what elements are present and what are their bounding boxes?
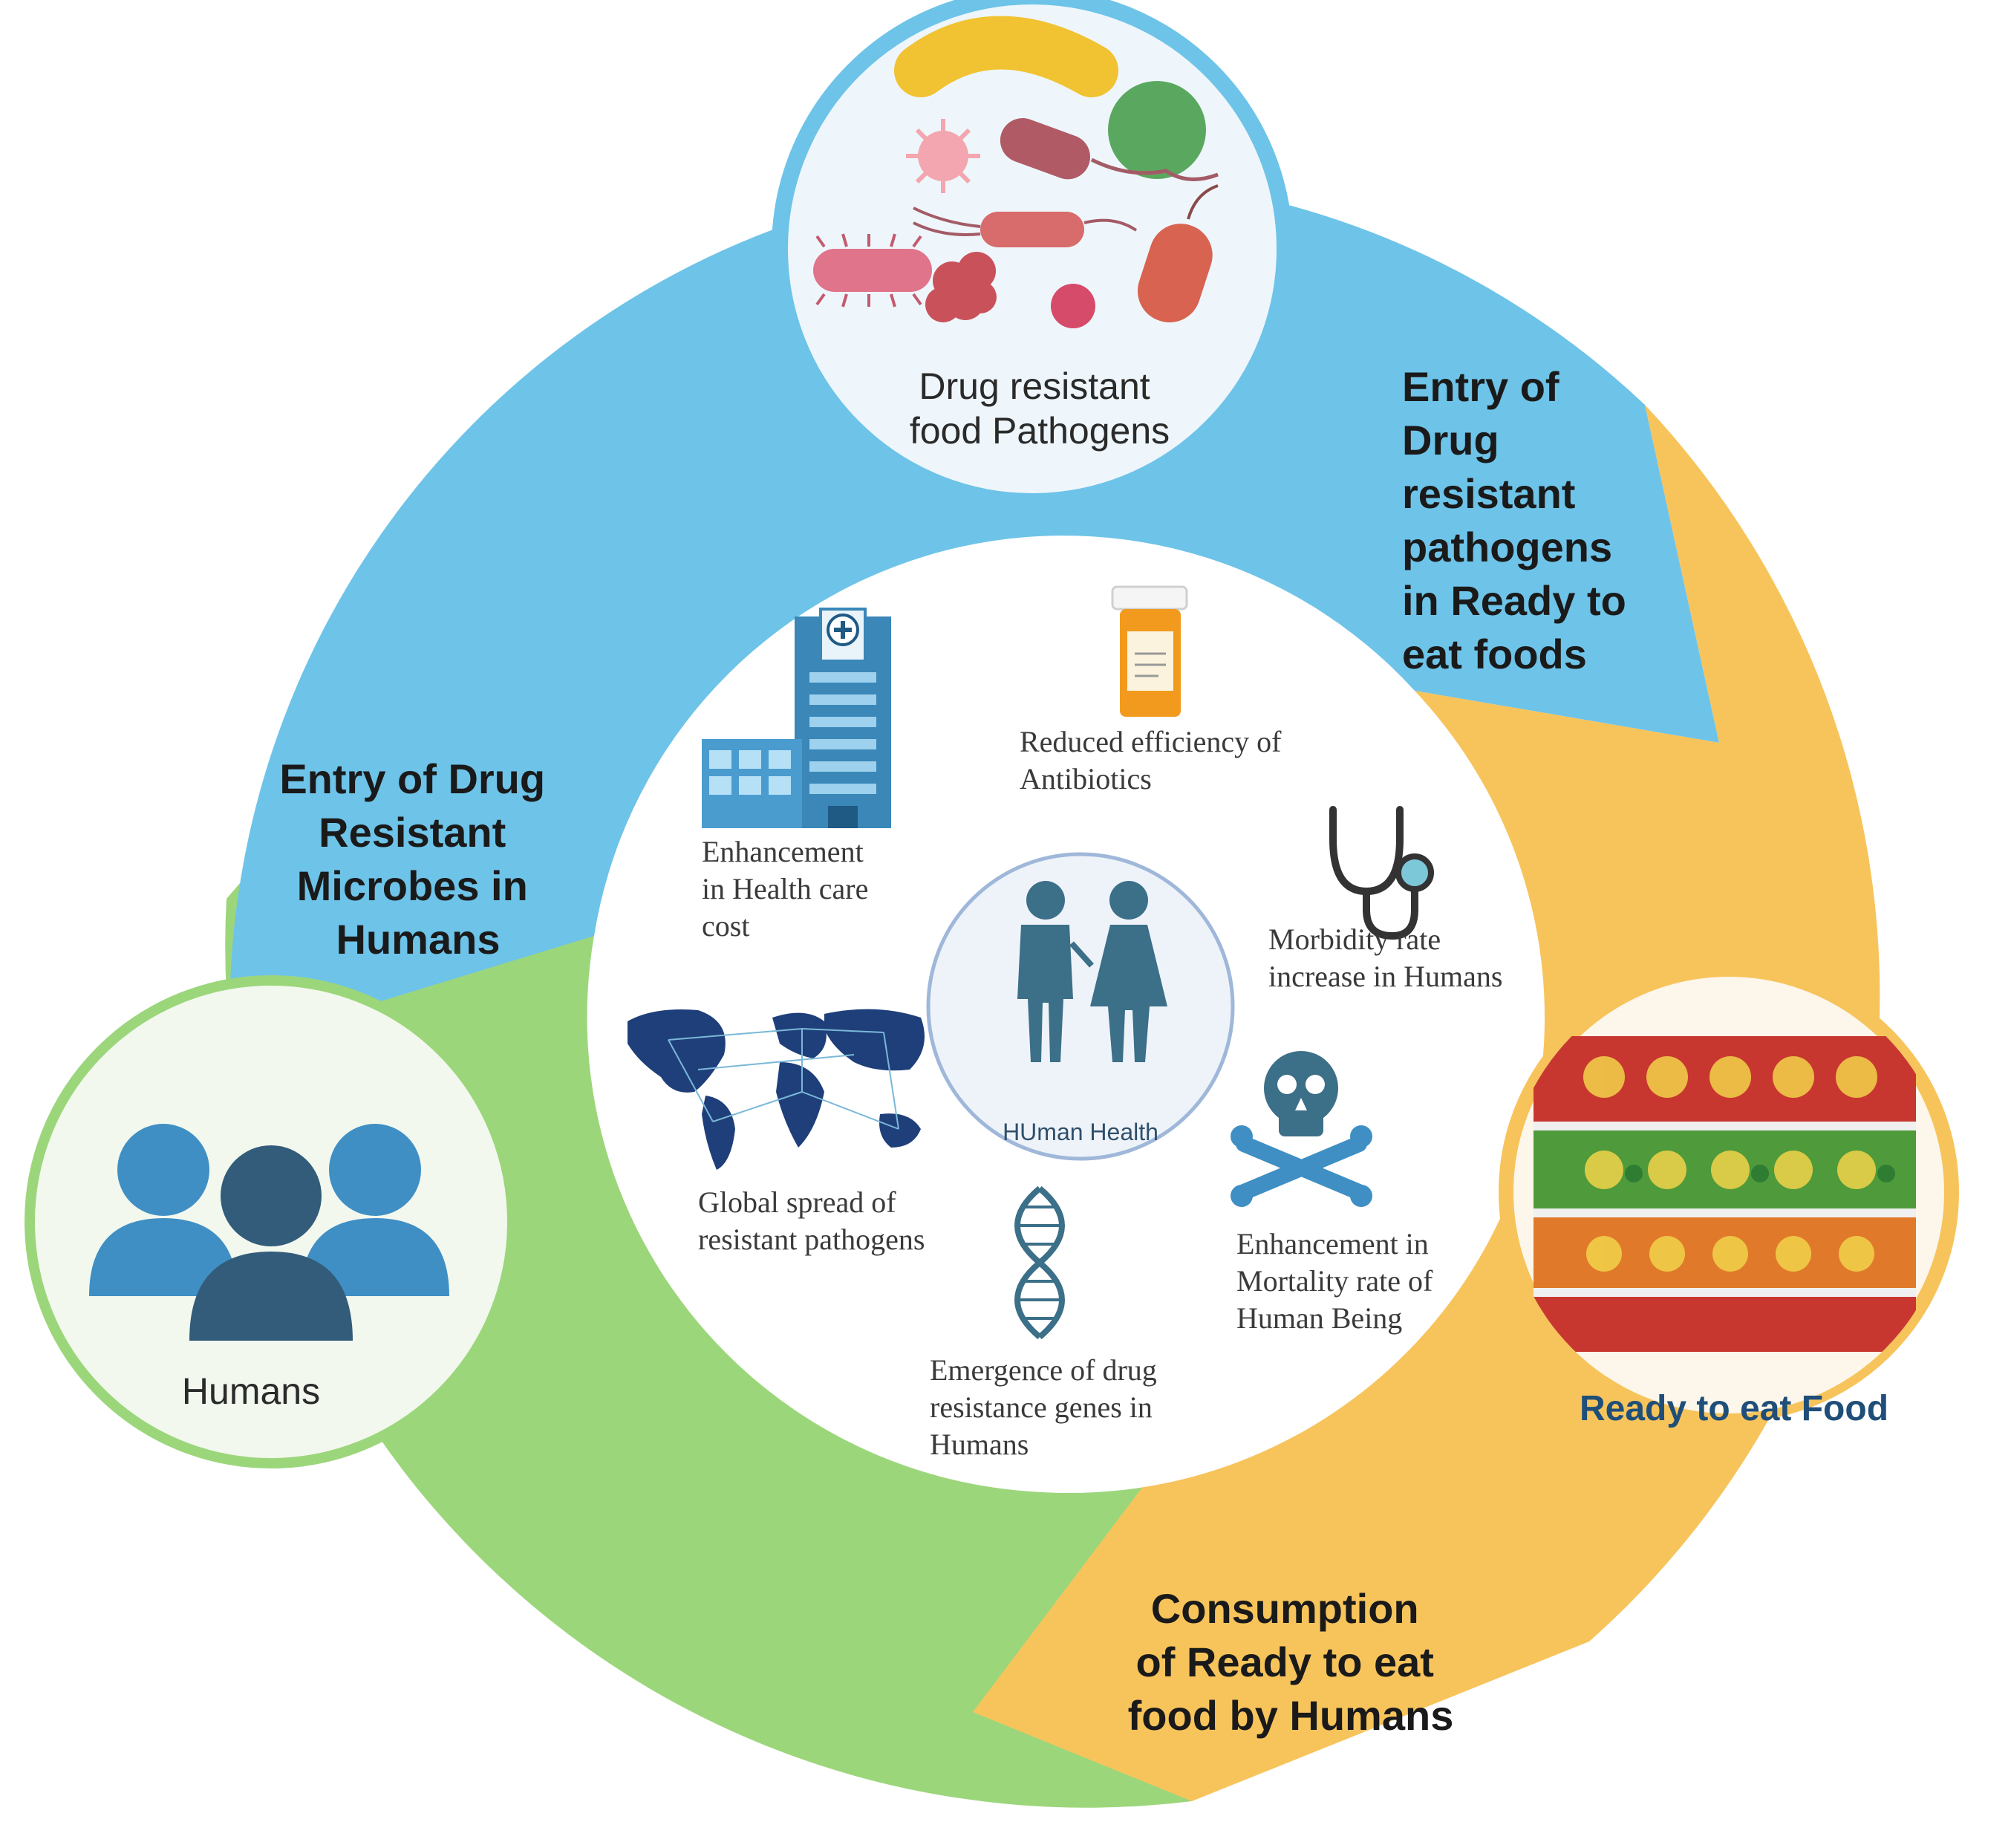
rod-bacterium-icon — [913, 206, 1138, 247]
hub-label: HUman Health — [1003, 1119, 1158, 1145]
pathogens-node: Drug resistant food Pathogens — [772, 0, 1293, 510]
stethoscope-icon — [1329, 806, 1434, 940]
capsule-bacterium-icon — [1137, 184, 1219, 323]
food-node: Ready to eat Food — [1499, 962, 1959, 1428]
cans — [1583, 1056, 1877, 1272]
impact-morbidity: Morbidity rate increase in Humans — [1268, 923, 1502, 993]
world-network-map-icon — [628, 1009, 925, 1170]
small-cell-icon — [1051, 284, 1095, 328]
people-group-icon — [89, 1124, 449, 1341]
food-label: Ready to eat Food — [1580, 1389, 1888, 1428]
spiky-bacterium-icon — [813, 233, 932, 308]
pill-bottle-icon — [1111, 585, 1188, 717]
arrow-label-entry-humans: Entry of Drug Resistant Microbes in Huma… — [279, 755, 556, 963]
arrow-label-entry-rte: Entry of Drug resistant pathogens in Rea… — [1402, 363, 1637, 677]
arrow-label-consumption: Consumption of Ready to eat food by Huma… — [1128, 1585, 1454, 1739]
couple-icon — [1017, 881, 1167, 1062]
hospital-icon — [702, 608, 891, 828]
humans-node: Humans — [25, 975, 518, 1468]
impact-antibiotics: Reduced efficiency of Antibiotics — [1020, 725, 1288, 796]
cocci-cluster-icon — [925, 252, 997, 322]
humans-label: Humans — [182, 1370, 320, 1412]
pathogens-label: Drug resistant food Pathogens — [910, 365, 1170, 452]
outer-cycle-ring — [225, 175, 1880, 1808]
food-shelf-image — [1533, 1036, 1916, 1413]
impact-health-cost: Enhancement in Health care cost — [702, 835, 876, 943]
impact-mortality: Enhancement in Mortality rate of Human B… — [1236, 1227, 1440, 1335]
impact-genes: Emergence of drug resistance genes in Hu… — [930, 1353, 1164, 1461]
flagellated-bacterium-icon — [1000, 118, 1219, 181]
skull-crossbones-icon — [1231, 1051, 1372, 1207]
impact-global: Global spread of resistant pathogens — [698, 1185, 925, 1256]
dna-icon — [1014, 1185, 1065, 1340]
human-health-hub: HUman Health — [926, 852, 1235, 1161]
yellow-bacillus-icon — [894, 16, 1118, 97]
green-coccus-icon — [1108, 81, 1206, 179]
orange-arc — [973, 405, 1880, 1801]
virus-icon — [906, 119, 980, 193]
blue-arc — [229, 175, 1720, 1047]
